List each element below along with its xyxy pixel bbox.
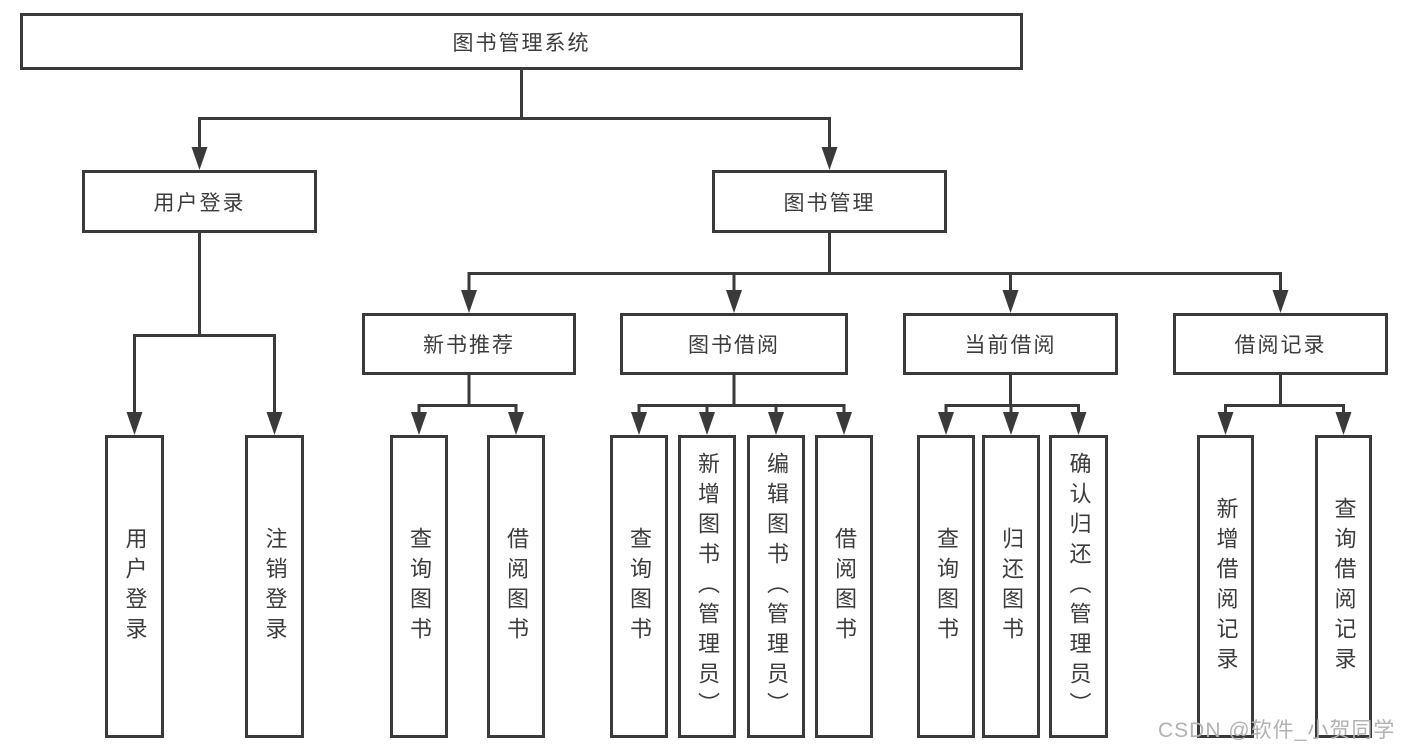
node-book-borrowing-label: 图书借阅 (688, 334, 780, 357)
leaf-borrow-books: 借阅图书 (815, 435, 873, 738)
node-book-management: 图书管理 (712, 170, 947, 233)
leaf-add-books-admin: 新增图书（管理员） (678, 435, 736, 738)
node-new-book-recommend-label: 新书推荐 (423, 334, 515, 357)
leaf-query-books-current-label: 查询图书 (934, 526, 959, 647)
leaf-edit-books-admin: 编辑图书（管理员） (747, 435, 805, 738)
csdn-watermark: CSDN @软件_小贺同学 (1158, 719, 1396, 742)
node-user-login: 用户登录 (82, 170, 317, 233)
leaf-borrow-books-recommend-label: 借阅图书 (504, 526, 529, 647)
leaf-confirm-return-admin: 确认归还（管理员） (1049, 435, 1108, 738)
node-library-system: 图书管理系统 (20, 13, 1023, 70)
node-new-book-recommend: 新书推荐 (362, 313, 576, 375)
leaf-query-borrow-record: 查询借阅记录 (1315, 435, 1372, 738)
leaf-query-books-borrow: 查询图书 (610, 435, 668, 738)
leaf-query-books-recommend-label: 查询图书 (407, 526, 432, 647)
leaf-add-books-admin-label: 新增图书（管理员） (695, 451, 720, 722)
node-book-borrowing: 图书借阅 (620, 313, 848, 375)
leaf-borrow-books-recommend: 借阅图书 (487, 435, 545, 738)
leaf-user-login: 用户登录 (105, 435, 164, 738)
leaf-add-borrow-record-label: 新增借阅记录 (1213, 496, 1239, 677)
leaf-borrow-books-label: 借阅图书 (832, 526, 857, 647)
leaf-edit-books-admin-label: 编辑图书（管理员） (764, 451, 789, 722)
node-borrowing-records-label: 借阅记录 (1234, 334, 1327, 357)
leaf-query-books-recommend: 查询图书 (390, 435, 448, 738)
node-user-login-label: 用户登录 (153, 191, 246, 215)
leaf-logout: 注销登录 (245, 435, 304, 738)
leaf-user-login-label: 用户登录 (122, 526, 148, 647)
node-borrowing-records: 借阅记录 (1173, 313, 1388, 375)
leaf-query-books-current: 查询图书 (917, 435, 975, 738)
node-current-borrowing-label: 当前借阅 (964, 334, 1057, 357)
leaf-confirm-return-admin-label: 确认归还（管理员） (1066, 451, 1092, 722)
node-book-management-label: 图书管理 (783, 191, 876, 215)
leaf-return-books: 归还图书 (982, 435, 1040, 738)
node-current-borrowing: 当前借阅 (903, 313, 1118, 375)
leaf-logout-label: 注销登录 (262, 526, 288, 647)
leaf-add-borrow-record: 新增借阅记录 (1197, 435, 1254, 738)
leaf-query-borrow-record-label: 查询借阅记录 (1331, 496, 1357, 677)
leaf-return-books-label: 归还图书 (999, 526, 1024, 647)
leaf-query-books-borrow-label: 查询图书 (627, 526, 652, 647)
node-library-system-label: 图书管理系统 (452, 31, 591, 55)
